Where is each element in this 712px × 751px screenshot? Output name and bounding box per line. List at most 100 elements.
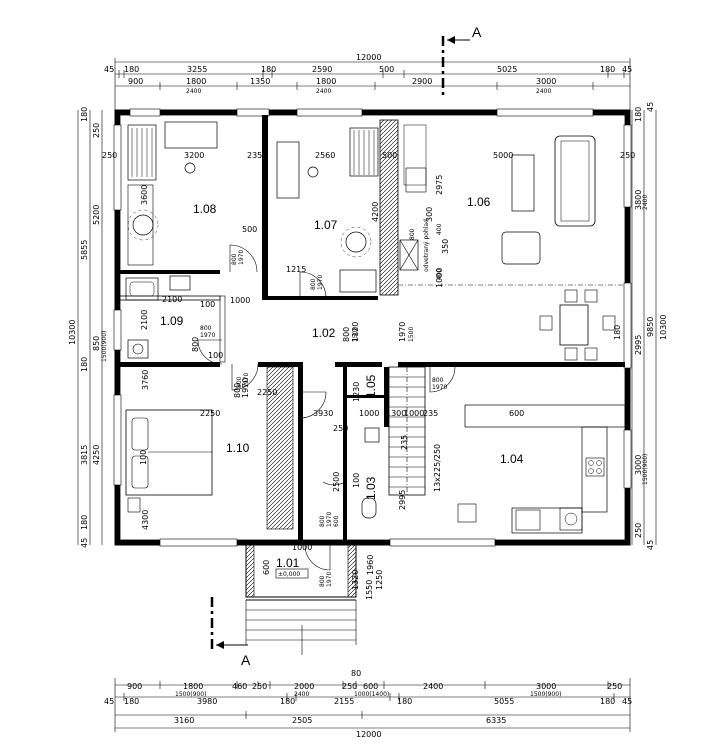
dimension-text: 1960 [366,555,375,575]
dimension-text: 5000 [493,151,513,160]
bot-dim-8: 2400 [423,682,443,691]
top-dim-3: 3255 [187,65,207,74]
armchair-106 [501,231,541,265]
left-dimensions: 10300 180 250 5855 180 3815 180 45 5200 … [68,107,108,548]
staircase: 13x225/250 [388,366,442,496]
door-labels: 800 1970 800 1970 800 1970 800 1970 800 … [200,250,447,587]
bot-dim-9: 3000 [536,682,556,691]
dimension-text: 100 [139,450,148,465]
bot-dim-19: 45 [622,697,632,706]
dimension-text: 2100 [162,295,182,304]
bot-dim-4: 250 [252,682,267,691]
dimension-text: 100 [208,351,223,360]
top-dim-15: 3000 [536,77,556,86]
bot-dim-2: 1800 [183,682,203,691]
kitchen-sink [515,509,541,531]
counter-side [581,426,608,513]
entrance-porch [245,544,357,655]
top-dim-7: 5025 [497,65,517,74]
left-dim-9: 850 [92,336,101,351]
room-1-05: 1.05 [364,374,378,398]
dimension-text: 250 [333,424,348,433]
chair-108 [184,162,196,174]
table-108 [132,214,154,236]
interior-dimension-texts: 3200 250 235 2560 500 5000 250 3600 500 … [102,151,635,600]
right-dim-1: 180 [634,107,643,122]
dimension-text: 300 [425,207,434,222]
dimension-text: 1000 [404,409,424,418]
bot-dim-15: 2155 [334,697,354,706]
bot-sub-3: 1000(1400) [354,691,389,698]
dimension-text: 800 [200,325,212,332]
toilet-103 [361,497,377,519]
dimension-text: 1970 [326,572,333,587]
dimension-text: 1970 [200,332,215,339]
dimension-text: 350 [441,239,450,254]
bot-dim-6: 250 [342,682,357,691]
top-dim-11: 1800 [186,77,206,86]
dimension-text: 235 [400,435,409,450]
dimension-text: 1320 [351,570,360,590]
counter-top [464,404,626,428]
dimension-text: 600 [509,409,524,418]
left-dim-7: 45 [80,538,89,548]
dimension-text: 3200 [184,151,204,160]
dimension-text: 800 [409,228,416,240]
desk-108 [164,121,218,149]
dimension-text: 1970 [398,322,407,342]
room-1-04: 1.04 [500,452,524,466]
coffee-table-106 [511,154,535,212]
room-1-01: 1.01 [276,556,300,570]
dimension-text: 400 [436,268,443,280]
bed-107 [339,269,377,293]
shelf-107 [349,127,379,177]
dimension-text: 500 [242,225,257,234]
bot-dim-14: 180 [280,697,295,706]
bot-dim-3: 460 [232,682,247,691]
wardrobe-110 [266,366,294,530]
top-dim-5: 2590 [312,65,332,74]
stair-note: 13x225/250 [433,444,442,492]
bot-dim-13: 3980 [197,697,217,706]
stove-106 [399,239,419,271]
dimension-text: 800 [231,253,238,265]
dimension-text: 1300 [386,409,406,418]
chimney-label: odvetraný pohlad [423,219,430,272]
bed-110 [125,409,213,496]
dimension-text: 4200 [371,202,380,222]
top-dim-9: 45 [622,65,632,74]
top-overall-dim: 12000 [356,53,381,62]
dimension-text: 1230 [352,382,361,402]
doors [197,244,456,571]
dimension-text: 1550 [365,580,374,600]
left-dim-2: 250 [92,123,101,138]
right-sub-2: 1500(900) [642,454,649,485]
dimension-text: 3600 [140,185,149,205]
section-label-top: A [472,24,482,40]
right-sub-1: 2400 [642,195,649,210]
right-dim-4: 2995 [634,335,643,355]
dimension-text: 800 [319,515,326,527]
hob [585,457,605,477]
top-sub-1: 2400 [186,88,201,95]
top-dim-8: 180 [600,65,615,74]
bot-dim-22: 6335 [486,716,506,725]
room-labels: 1.08 1.07 1.06 1.09 1.02 1.05 1.10 1.04 … [160,195,524,579]
left-dim-3: 5855 [80,240,89,260]
dimension-text: 800 [319,575,326,587]
dimension-text: 1970 [317,275,324,290]
dimension-text: 100 [352,473,361,488]
shelf-108 [127,124,157,181]
bot-dim-12: 180 [124,697,139,706]
sofa-106 [554,135,596,227]
bottom-dimensions: 80 900 1800 460 250 2000 250 600 2400 30… [104,669,632,739]
dimension-text: 2995 [398,490,407,510]
top-dim-1: 45 [104,65,114,74]
section-marker-top: A [441,24,482,96]
exterior-walls [113,108,632,547]
bot-dim-11: 45 [104,697,114,706]
dimension-text: 3760 [141,370,150,390]
section-label-bottom: A [241,652,251,668]
dimension-text: 180 [613,325,622,340]
bot-dim-21: 2505 [292,716,312,725]
